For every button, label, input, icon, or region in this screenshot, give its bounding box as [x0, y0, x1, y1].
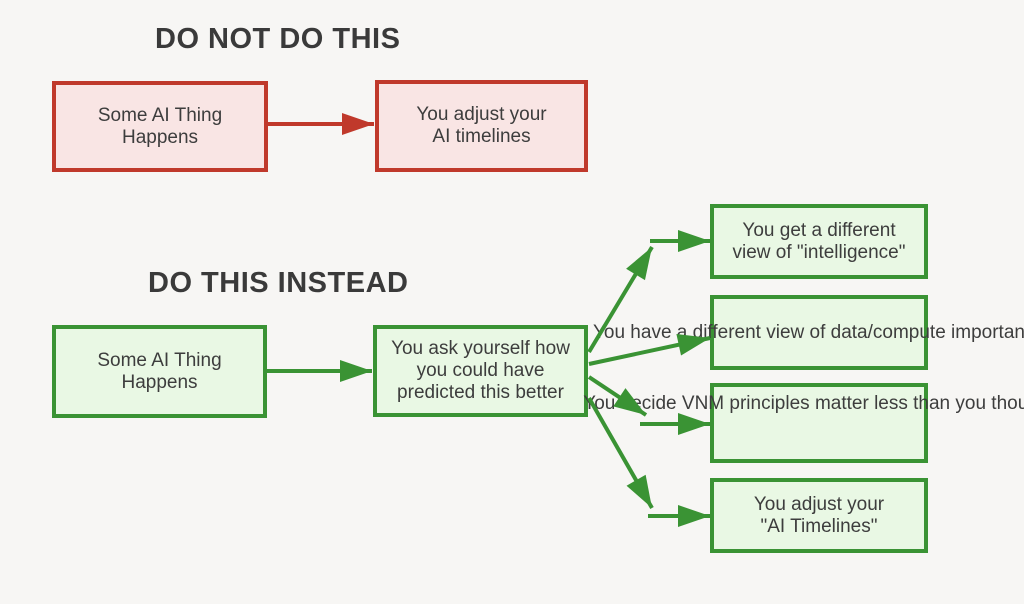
outcome-node-vnm: You decide VNM principles matter less th… [583, 383, 1024, 463]
bad-result-node: You adjust your AI timelines [375, 80, 588, 172]
outcome-node-intelligence: You get a different view of "intelligenc… [710, 204, 928, 279]
good-middle-node: You ask yourself how you could have pred… [373, 325, 588, 417]
good-source-node: Some AI Thing Happens [52, 325, 267, 418]
good-flow-title: DO THIS INSTEAD [148, 267, 409, 299]
bad-source-node: Some AI Thing Happens [52, 81, 268, 172]
outcome-node-data-compute: You have a different view of data/comput… [593, 295, 1024, 370]
bad-flow-title: DO NOT DO THIS [155, 23, 401, 55]
outcome-node-timelines: You adjust your "AI Timelines" [710, 478, 928, 553]
